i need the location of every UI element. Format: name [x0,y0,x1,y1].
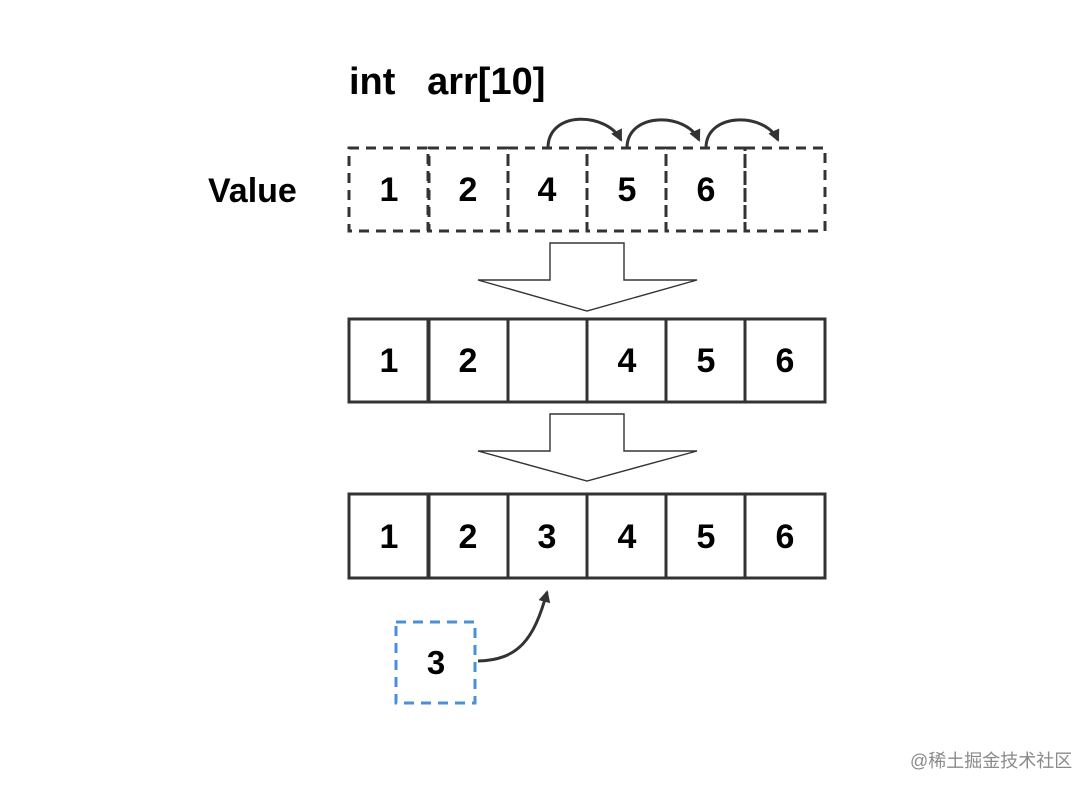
stage3-cell-value: 4 [618,518,637,556]
insert-value-text: 3 [427,644,445,681]
stage1-array: 1 2 4 5 6 [347,146,827,233]
down-arrow-stage2-to-stage3 [477,413,698,482]
stage3-cell-value: 3 [538,518,557,556]
shift-arrow-6-to-empty [704,118,780,149]
stage3-cell-value: 5 [697,518,716,556]
stage1-cell [427,146,510,233]
stage2-cell-value: 5 [697,342,716,380]
stage3-cell [743,492,827,580]
stage2-cell-value: 6 [776,342,795,380]
down-arrow-stage1-to-stage2 [477,242,698,312]
stage2-cell-value: 2 [459,342,478,380]
insert-arrow [477,590,551,663]
stage1-cell-value: 1 [380,171,399,209]
stage2-cell [506,317,589,404]
stage1-cell [347,146,430,233]
value-row-label: Value [208,172,297,210]
stage3-cell-value: 1 [380,518,399,556]
stage2-array: 1 2 4 5 6 [347,317,827,404]
stage3-cell-value: 6 [776,518,795,556]
stage1-cell-value: 6 [697,171,716,209]
array-declaration-title: int arr[10] [349,61,545,103]
insert-value-box [394,620,477,705]
stage1-cell-value: 4 [538,171,557,209]
stage3-cell-value: 2 [459,518,478,556]
stage1-cell-value: 5 [618,171,637,209]
stage1-cell [743,146,827,233]
shift-arrow-4-to-5 [546,117,623,149]
stage2-cell [743,317,827,404]
watermark-text: @稀土掘金技术社区 [910,751,1072,771]
stage1-cell-value: 2 [459,171,478,209]
shift-arrow-5-to-6 [625,118,701,149]
stage2-cell-value: 1 [380,342,399,380]
stage3-array: 1 2 3 4 5 6 [347,492,827,580]
stage2-cell-value: 4 [618,342,637,380]
